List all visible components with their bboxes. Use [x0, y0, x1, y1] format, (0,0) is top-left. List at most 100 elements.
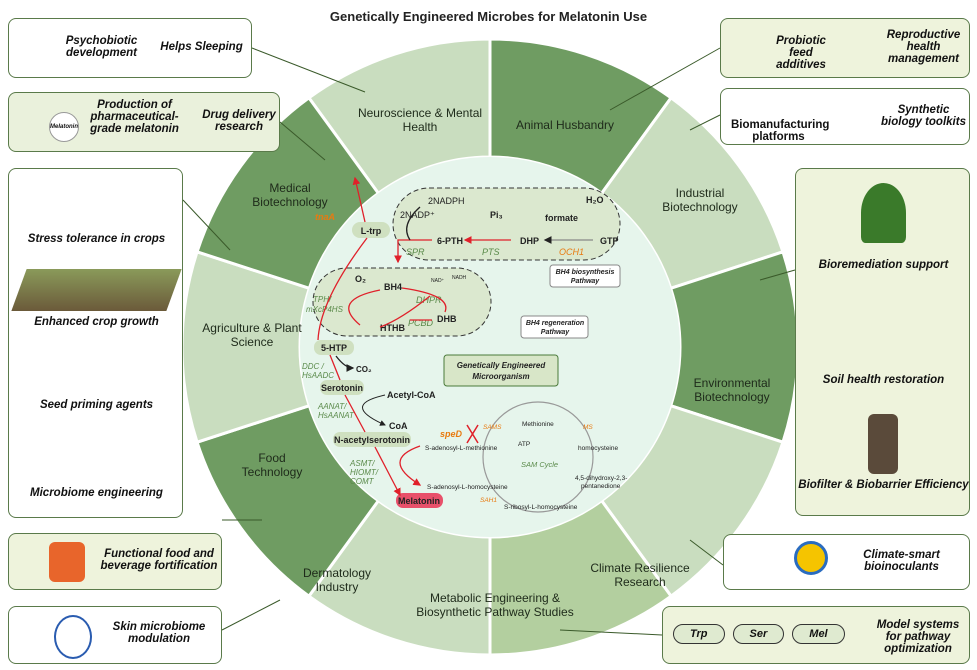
enzyme-ddc: DDC / — [302, 362, 325, 371]
node-methionine: Methionine — [522, 421, 554, 428]
callout-connector — [759, 269, 796, 281]
soil-health-label: Soil health restoration — [822, 374, 945, 386]
box-dermatology-uses: Skin microbiome modulation — [8, 606, 222, 664]
enzyme-comt: COMT — [350, 477, 375, 486]
segment-dermatology: Dermatology Industry — [302, 566, 372, 594]
pharma-melatonin-label: Production of pharmaceutical-grade melat… — [90, 99, 179, 135]
diagram-title: Genetically Engineered Microbes for Mela… — [329, 9, 648, 24]
segment-environmental: Environmental Biotechnology — [693, 376, 771, 404]
node-dhb: DHB — [437, 314, 457, 324]
node-serotonin: Serotonin — [321, 383, 363, 393]
pill-ser: Ser — [732, 624, 785, 644]
node-bh4: BH4 — [384, 282, 402, 292]
stress-tolerance-label: Stress tolerance in crops — [27, 233, 166, 245]
enzyme-och1: OCH1 — [559, 247, 584, 257]
biofilter-label: Biofilter & Biobarrier Efficiency — [798, 479, 969, 491]
node-co2: CO₂ — [356, 365, 372, 374]
enzyme-hsaanat: HsAANAT — [318, 411, 355, 420]
callout-connector — [279, 121, 326, 161]
node-srh: S-ribosyl-L-homocysteine — [504, 504, 578, 511]
box-environmental-uses: Bioremediation support Soil health resto… — [795, 168, 970, 516]
tree-icon — [861, 183, 906, 243]
skin-microbiome-label: Skin microbiome modulation — [112, 621, 206, 645]
bh4-regeneration-label-2: Pathway — [541, 329, 571, 336]
node-homocysteine: homocysteine — [578, 445, 618, 452]
sam-cycle-label: SAM Cycle — [521, 460, 558, 469]
box-climate-uses: Climate-smart bioinoculants — [723, 534, 970, 590]
node-pi: Pi₃ — [490, 210, 503, 220]
enzyme-hsaadc: HsAADC — [302, 371, 334, 380]
biofilter-icon — [868, 414, 898, 474]
sam-cycle-ring — [482, 401, 594, 513]
node-sah: S-adenosyl-L-homocysteine — [427, 484, 508, 491]
node-2nadp: 2NADP⁺ — [400, 210, 435, 220]
box-food-uses: Functional food and beverage fortificati… — [8, 533, 222, 590]
seed-priming-label: Seed priming agents — [39, 399, 154, 411]
enzyme-spr: SPR — [406, 247, 425, 257]
gene-speD: speD — [440, 429, 463, 439]
sleep-label: Helps Sleeping — [160, 41, 243, 53]
plant-globe-icon — [794, 541, 828, 575]
enzyme-pts: PTS — [482, 247, 500, 257]
node-nad: NAD⁺ — [431, 278, 445, 284]
box-animal-uses: Probiotic feed additives Reproductive he… — [720, 18, 970, 78]
node-nadh: NADH — [452, 275, 467, 281]
box-agriculture-uses: Stress tolerance in crops Enhanced crop … — [8, 168, 183, 518]
bh4-regeneration-label: BH4 regeneration — [526, 320, 584, 327]
node-gtp: GTP — [600, 236, 619, 246]
pill-trp: Trp — [673, 624, 725, 644]
biomanufacturing-label: Biomanufacturing platforms — [731, 119, 830, 143]
enzyme-sah1: SAH1 — [480, 497, 497, 504]
callout-connector — [689, 539, 724, 566]
callout-connector — [609, 47, 721, 111]
segment-animal-husbandry: Animal Husbandry — [515, 118, 615, 132]
node-sam: S-adenosyl-L-methionine — [425, 445, 498, 452]
model-systems-label: Model systems for pathway optimization — [876, 619, 960, 655]
node-coa: CoA — [389, 421, 408, 431]
probiotic-feed-label: Probiotic feed additives — [776, 35, 826, 71]
node-hthb: HTHB — [380, 323, 405, 333]
node-dhp: DHP — [520, 236, 539, 246]
bh4-regeneration-region — [312, 267, 492, 337]
callout-connector — [559, 629, 663, 636]
box-industrial-uses: Biomanufacturing platforms Synthetic bio… — [720, 88, 970, 145]
node-dpd-2: pentanedione — [581, 483, 621, 490]
enzyme-ms: MS — [583, 424, 593, 431]
enzyme-aanat: AANAT/ — [317, 402, 347, 411]
food-jar-icon — [49, 542, 85, 582]
bh4-biosynthesis-label-2: Pathway — [571, 278, 601, 285]
node-melatonin: Melatonin — [398, 496, 440, 506]
segment-industrial: Industrial Biotechnology — [662, 186, 738, 214]
gem-label: Genetically Engineered — [457, 361, 547, 370]
bioinoculants-label: Climate-smart bioinoculants — [863, 549, 940, 573]
bioremediation-label: Bioremediation support — [818, 259, 949, 271]
segment-neuroscience: Neuroscience & Mental Health — [357, 106, 483, 134]
callout-connector — [251, 47, 366, 93]
callout-connector — [221, 599, 281, 631]
callout-connector — [182, 199, 231, 251]
enzyme-asmt: ASMT/ — [349, 459, 375, 468]
node-dpd: 4,5-dihydroxy-2,3- — [575, 475, 627, 482]
segment-medical: Medical Biotechnology — [252, 181, 328, 209]
node-6pth: 6-PTH — [437, 236, 463, 246]
gene-tnaA: tnaA — [315, 212, 335, 222]
node-ltrp: L-trp — [361, 226, 382, 236]
enzyme-sams: SAMS — [483, 424, 502, 431]
synbio-toolkits-label: Synthetic biology toolkits — [881, 104, 966, 128]
knockout-cross-icon — [466, 424, 479, 444]
callout-connector — [689, 114, 721, 131]
microbiome-engineering-label: Microbiome engineering — [30, 487, 163, 499]
amino-acid-pills: Trp Ser Mel — [673, 624, 853, 644]
bh4-biosynthesis-region — [392, 187, 621, 261]
node-o2: O₂ — [355, 274, 366, 284]
enzyme-pcbd: PCBD — [408, 318, 434, 328]
box-metabolic-uses: Trp Ser Mel Model systems for pathway opti… — [662, 606, 970, 664]
node-acetyl-coa: Acetyl-CoA — [387, 390, 436, 400]
enzyme-dhpr: DHPR — [416, 295, 442, 305]
segment-agriculture: Agriculture & Plant Science — [202, 321, 302, 349]
bh4-biosynthesis-label: BH4 biosynthesis — [556, 269, 615, 276]
pill-mel: Mel — [792, 624, 845, 644]
face-icon — [54, 615, 92, 659]
